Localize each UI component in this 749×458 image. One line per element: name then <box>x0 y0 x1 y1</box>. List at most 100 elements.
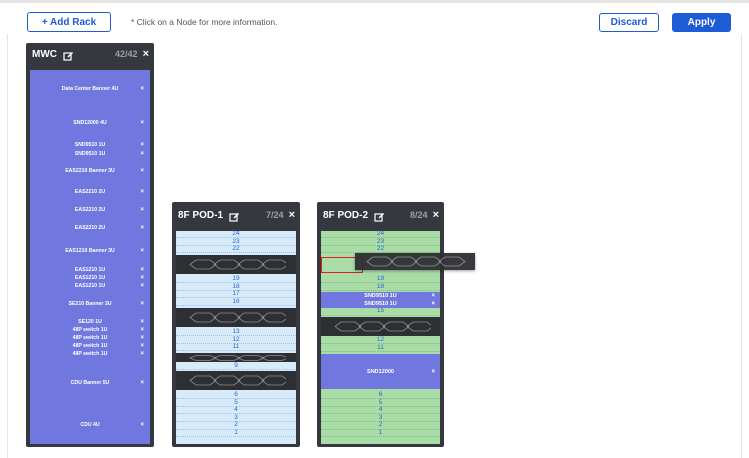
rack-slot[interactable]: 6 <box>321 391 440 400</box>
rack-slot[interactable]: 18 <box>176 283 296 291</box>
remove-icon[interactable]: × <box>140 189 144 195</box>
remove-icon[interactable]: × <box>140 248 144 254</box>
close-icon[interactable]: × <box>432 208 439 221</box>
server-node[interactable] <box>321 317 440 336</box>
rack-slot[interactable]: 24 <box>176 230 296 239</box>
rack-node[interactable]: SND12000× <box>321 354 440 389</box>
rack-header: 8F POD-1 7/24 × <box>172 202 300 228</box>
rack-slot[interactable]: 12 <box>321 336 440 345</box>
rack-slot[interactable]: 16 <box>176 298 296 307</box>
rack-slot[interactable]: 23 <box>321 238 440 246</box>
rack-node[interactable]: SE210 Banner 3U× <box>68 301 144 307</box>
rack-slot[interactable]: 22 <box>321 245 440 254</box>
rack-slot[interactable]: 1 <box>321 429 440 438</box>
rack-slot[interactable]: 3 <box>321 414 440 423</box>
remove-icon[interactable]: × <box>140 319 144 325</box>
edit-icon[interactable] <box>63 49 74 61</box>
rack-slot[interactable]: 5 <box>176 399 296 407</box>
remove-icon[interactable]: × <box>140 142 144 148</box>
rack-slot[interactable]: 19 <box>321 275 440 284</box>
rack-slot[interactable]: 18 <box>321 283 440 291</box>
server-node[interactable] <box>176 255 296 274</box>
rack-body: Data Center Banner 4U× SND12000 4U× SND9… <box>30 70 150 444</box>
remove-icon[interactable]: × <box>140 225 144 231</box>
rack-slot[interactable]: 23 <box>176 238 296 246</box>
rack-slot[interactable]: 22 <box>176 245 296 254</box>
rack-node[interactable]: EAS2210 2U× <box>74 207 144 213</box>
remove-icon[interactable]: × <box>140 327 144 333</box>
remove-icon[interactable]: × <box>140 335 144 341</box>
remove-icon[interactable]: × <box>140 380 144 386</box>
rack-slot[interactable]: 12 <box>176 336 296 344</box>
rack-slot[interactable]: 6 <box>176 391 296 400</box>
remove-icon[interactable]: × <box>140 151 144 157</box>
server-node[interactable] <box>176 371 296 390</box>
rack-slot[interactable]: 15 <box>321 308 440 316</box>
remove-icon[interactable]: × <box>140 283 144 289</box>
close-icon[interactable]: × <box>288 208 295 221</box>
close-icon[interactable]: × <box>142 47 149 60</box>
apply-button[interactable]: Apply <box>672 13 731 32</box>
rack-node[interactable]: 48P switch 1U× <box>72 351 144 357</box>
rack-node[interactable]: EAS2210 2U× <box>74 225 144 231</box>
rack-node[interactable]: 48P switch 1U× <box>72 343 144 349</box>
rack-slot[interactable]: 3 <box>176 414 296 423</box>
rack-slot-empty[interactable] <box>176 390 296 392</box>
remove-icon[interactable]: × <box>140 267 144 273</box>
rack-slot[interactable]: 9 <box>176 362 296 371</box>
rack-slot[interactable]: 24 <box>321 230 440 239</box>
discard-button[interactable]: Discard <box>599 13 659 32</box>
rack-slot[interactable]: 17 <box>176 290 296 299</box>
rack-node[interactable]: EAS1210 Banner 3U× <box>65 248 144 254</box>
rack-node[interactable]: 48P switch 1U× <box>72 327 144 333</box>
remove-icon[interactable]: × <box>140 351 144 357</box>
rack-node[interactable]: Data Center Banner 4U× <box>61 86 144 92</box>
edit-icon[interactable] <box>374 210 385 222</box>
rack-slot[interactable]: 4 <box>321 406 440 415</box>
rack-header: 8F POD-2 8/24 × <box>317 202 444 228</box>
remove-icon[interactable]: × <box>140 207 144 213</box>
rack-node[interactable]: CDU 4U× <box>80 422 144 428</box>
rack-node[interactable]: SND12000 4U× <box>73 120 144 126</box>
remove-icon[interactable]: × <box>431 368 435 375</box>
rack-slot[interactable]: 13 <box>176 328 296 337</box>
rack-node[interactable]: SND9510 1U× <box>321 300 440 308</box>
rack-node[interactable]: SND9510 1U× <box>74 142 144 148</box>
rack-mwc[interactable]: MWC 42/42 × Data Center Banner 4U× SND12… <box>26 43 154 447</box>
rack-node[interactable]: EAS2210 2U× <box>74 189 144 195</box>
rack-node[interactable]: SND9510 1U× <box>74 151 144 157</box>
rack-node[interactable]: CDU Banner 5U× <box>70 380 144 386</box>
remove-icon[interactable]: × <box>140 275 144 281</box>
add-rack-button[interactable]: + Add Rack <box>27 12 111 32</box>
rack-slot[interactable]: 4 <box>176 406 296 415</box>
remove-icon[interactable]: × <box>140 301 144 307</box>
rack-node[interactable]: EAS2210 Banner 3U× <box>65 168 144 174</box>
rack-slot[interactable]: 2 <box>321 421 440 430</box>
rack-slot[interactable]: 11 <box>176 343 296 352</box>
rack-node[interactable]: EAS1210 1U× <box>74 283 144 289</box>
remove-icon[interactable]: × <box>140 422 144 428</box>
rack-slot[interactable]: 2 <box>176 421 296 430</box>
remove-icon[interactable]: × <box>431 292 435 299</box>
rack-slot[interactable]: 1 <box>176 429 296 438</box>
dragged-server-node[interactable] <box>355 253 475 270</box>
server-node[interactable] <box>176 308 296 327</box>
rack-pod-1[interactable]: 8F POD-1 7/24 × 24 23 22 19 18 17 16 13 … <box>172 202 300 447</box>
edit-icon[interactable] <box>229 210 240 222</box>
remove-icon[interactable]: × <box>140 86 144 92</box>
rack-pod-2[interactable]: 8F POD-2 8/24 × 24 23 22 19 18 SND9510 1… <box>317 202 444 447</box>
rack-slot[interactable]: 19 <box>176 275 296 284</box>
rack-slot[interactable]: 11 <box>321 344 440 353</box>
rack-node[interactable]: 48P switch 1U× <box>72 335 144 341</box>
server-node[interactable] <box>176 353 296 362</box>
rack-slot[interactable]: 5 <box>321 399 440 407</box>
remove-icon[interactable]: × <box>140 120 144 126</box>
remove-icon[interactable]: × <box>140 168 144 174</box>
rack-node[interactable]: SE120 1U× <box>78 319 144 325</box>
remove-icon[interactable]: × <box>140 343 144 349</box>
remove-icon[interactable]: × <box>431 301 435 307</box>
rack-node[interactable]: SND9510 1U× <box>321 291 440 300</box>
rack-node[interactable]: EAS1210 1U× <box>74 267 144 273</box>
rack-body: 24 23 22 19 18 17 16 13 12 11 9 6 5 4 3 … <box>176 230 296 444</box>
rack-node[interactable]: EAS1210 1U× <box>74 275 144 281</box>
